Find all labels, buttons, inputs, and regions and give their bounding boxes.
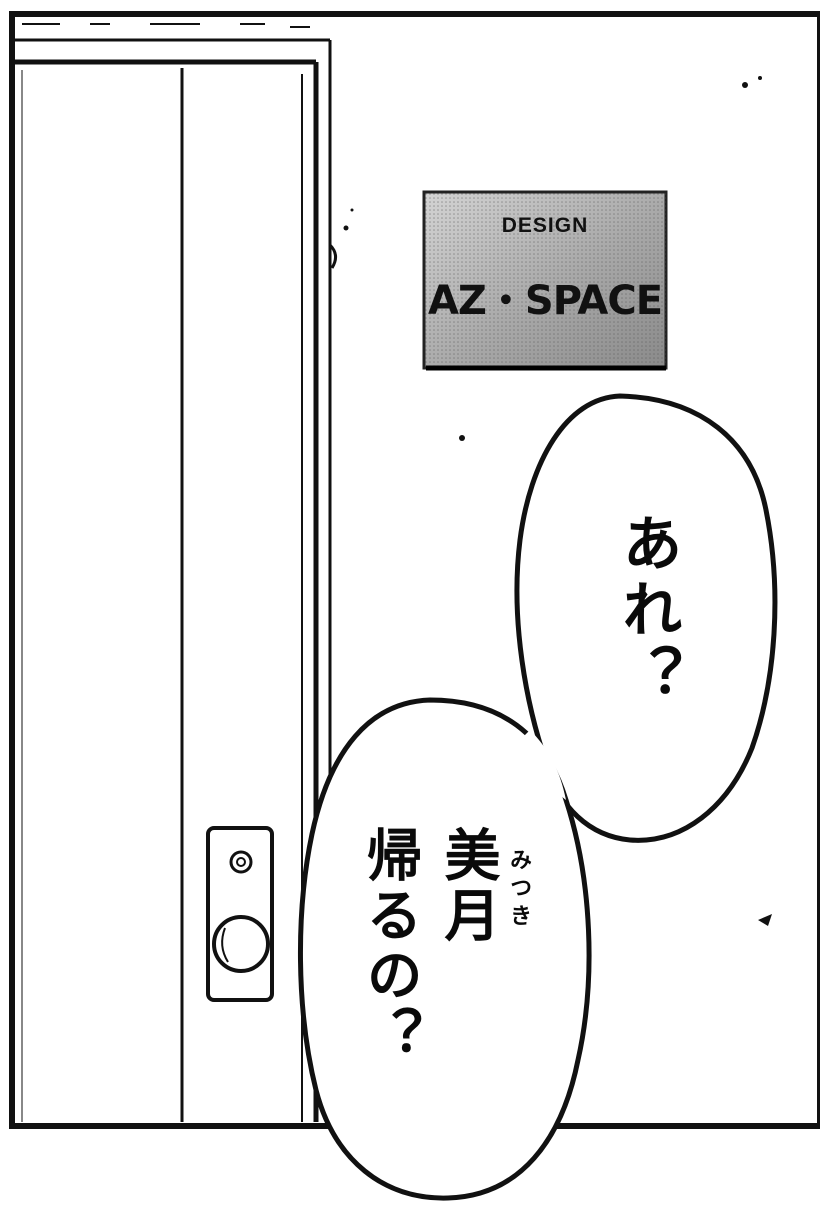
door-frame — [14, 23, 332, 1122]
speech-bubble-2 — [297, 697, 592, 1201]
door-hinge — [328, 243, 337, 269]
speech-bubble-2-name: 美月 — [435, 826, 501, 946]
company-sign — [422, 190, 668, 371]
bubble-overlap-mask — [520, 730, 566, 800]
door-panel — [21, 68, 184, 1122]
speech-bubble-2-question: 帰るの？ — [357, 826, 423, 1066]
sign-label-design: DESIGN — [501, 214, 589, 237]
dust-specks — [343, 76, 772, 926]
speech-bubble-2-furigana: みつき — [506, 848, 532, 932]
sign-label-company: AZ・SPACE — [427, 278, 663, 324]
speech-bubble-1-text: あれ？ — [612, 512, 682, 710]
speech-bubble-1 — [514, 393, 778, 843]
door-lock — [206, 826, 274, 1002]
